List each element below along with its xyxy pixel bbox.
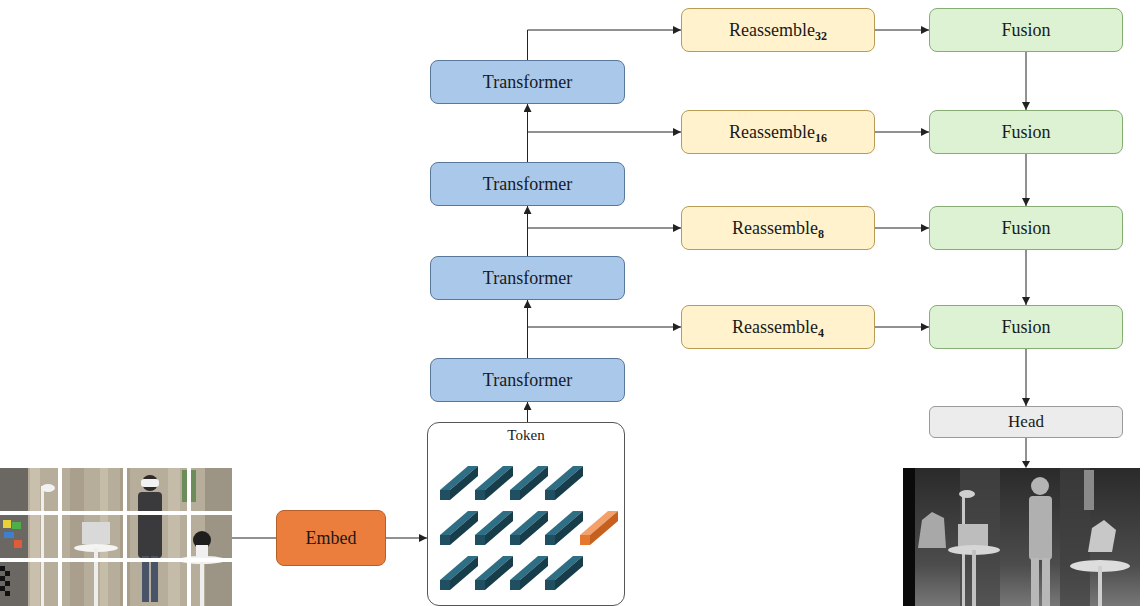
connector-arrow bbox=[1026, 52, 1027, 110]
text-group: Head bbox=[1008, 412, 1044, 432]
depth-map bbox=[903, 468, 1140, 606]
token-panel: Token bbox=[427, 422, 625, 606]
fusion-box: Fusion bbox=[929, 8, 1123, 52]
node-label: Token bbox=[507, 427, 544, 444]
connector-arrow bbox=[875, 228, 929, 229]
node-label: Transformer bbox=[483, 174, 572, 195]
text-group: Transformer bbox=[483, 370, 572, 391]
text-group: Fusion bbox=[1001, 317, 1050, 338]
text-group: Transformer bbox=[483, 268, 572, 289]
node-label: Embed bbox=[306, 528, 357, 549]
connector-arrow bbox=[528, 30, 682, 60]
reassemble-box: Reassemble4 bbox=[681, 305, 875, 349]
text-group: Transformer bbox=[483, 174, 572, 195]
connector-arrow bbox=[875, 327, 929, 328]
connector-arrow bbox=[875, 132, 929, 133]
input-photo bbox=[0, 468, 232, 606]
text-group: Token bbox=[507, 427, 544, 444]
text-group: Fusion bbox=[1001, 218, 1050, 239]
transformer-box: Transformer bbox=[430, 162, 625, 206]
text-group: Reassemble4 bbox=[732, 317, 824, 338]
node-label: Transformer bbox=[483, 370, 572, 391]
node-label: Transformer bbox=[483, 72, 572, 93]
token-bars bbox=[440, 466, 618, 590]
node-label: Fusion bbox=[1001, 20, 1050, 41]
connector-arrow bbox=[386, 538, 427, 539]
head-box: Head bbox=[929, 406, 1123, 438]
fusion-box: Fusion bbox=[929, 305, 1123, 349]
reassemble-box: Reassemble32 bbox=[681, 8, 875, 52]
connector-arrow bbox=[1026, 154, 1027, 206]
text-group: Transformer bbox=[483, 72, 572, 93]
scale-subscript: 16 bbox=[815, 131, 827, 146]
scale-subscript: 4 bbox=[818, 326, 824, 341]
connector-arrow bbox=[527, 402, 528, 422]
text-group: Reassemble32 bbox=[729, 20, 827, 41]
node-label: Reassemble bbox=[729, 122, 815, 143]
text-group: Fusion bbox=[1001, 20, 1050, 41]
connector-arrow bbox=[875, 30, 929, 31]
node-label: Fusion bbox=[1001, 122, 1050, 143]
reassemble-box: Reassemble16 bbox=[681, 110, 875, 154]
fusion-box: Fusion bbox=[929, 110, 1123, 154]
node-label: Fusion bbox=[1001, 317, 1050, 338]
embed-box: Embed bbox=[276, 510, 386, 566]
connector-arrow bbox=[528, 132, 682, 162]
connector-arrow bbox=[528, 327, 682, 358]
text-group: Reassemble16 bbox=[729, 122, 827, 143]
node-label: Reassemble bbox=[732, 317, 818, 338]
node-label: Reassemble bbox=[732, 218, 818, 239]
connector-arrow bbox=[1026, 349, 1027, 406]
node-label: Head bbox=[1008, 412, 1044, 432]
node-label: Reassemble bbox=[729, 20, 815, 41]
node-label: Fusion bbox=[1001, 218, 1050, 239]
text-group: Embed bbox=[306, 528, 357, 549]
text-group: Reassemble8 bbox=[732, 218, 824, 239]
fusion-box: Fusion bbox=[929, 206, 1123, 250]
transformer-box: Transformer bbox=[430, 60, 625, 104]
connector-arrow bbox=[528, 228, 682, 256]
output-wire bbox=[1026, 438, 1027, 462]
scale-subscript: 32 bbox=[815, 29, 827, 44]
input-wire bbox=[232, 538, 276, 539]
scale-subscript: 8 bbox=[818, 227, 824, 242]
reassemble-box: Reassemble8 bbox=[681, 206, 875, 250]
text-group: Fusion bbox=[1001, 122, 1050, 143]
transformer-box: Transformer bbox=[430, 256, 625, 300]
connector-arrow bbox=[1026, 250, 1027, 305]
output-arrowhead bbox=[1022, 461, 1030, 468]
node-label: Transformer bbox=[483, 268, 572, 289]
transformer-box: Transformer bbox=[430, 358, 625, 402]
